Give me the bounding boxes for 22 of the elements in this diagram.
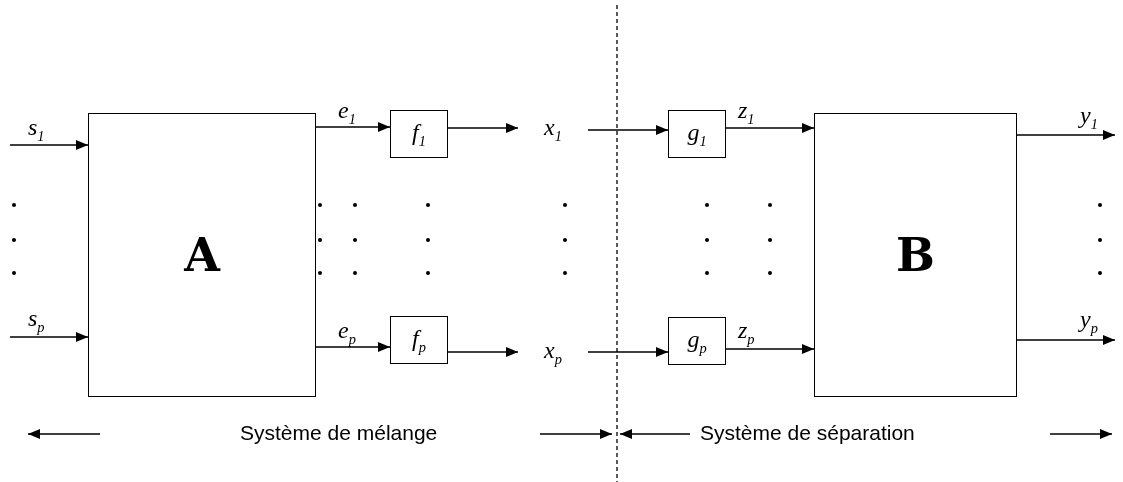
function-box: g$_{p}$: [668, 317, 726, 365]
arrow: [1016, 335, 1116, 345]
arrow: [447, 347, 519, 357]
arrow: [725, 123, 815, 133]
arrow: [9, 140, 89, 150]
process-box: B: [814, 113, 1017, 397]
arrow: [725, 344, 815, 354]
arrow: [587, 125, 669, 135]
arrow: [315, 122, 391, 132]
arrow: [447, 123, 519, 133]
arrow: [587, 347, 669, 357]
system-label: Système de mélange: [240, 421, 438, 445]
function-box: f$_{p}$: [390, 316, 448, 364]
arrow: [315, 342, 391, 352]
signal-label: x$_{p}$: [518, 336, 588, 368]
system-label: Système de séparation: [700, 421, 915, 445]
signal-label: x$_{1}$: [518, 113, 588, 145]
function-box: f$_{1}$: [390, 110, 448, 158]
process-box: A: [88, 113, 316, 397]
arrow: [9, 332, 89, 342]
function-box: g$_{1}$: [668, 110, 726, 158]
arrow: [1016, 130, 1116, 140]
